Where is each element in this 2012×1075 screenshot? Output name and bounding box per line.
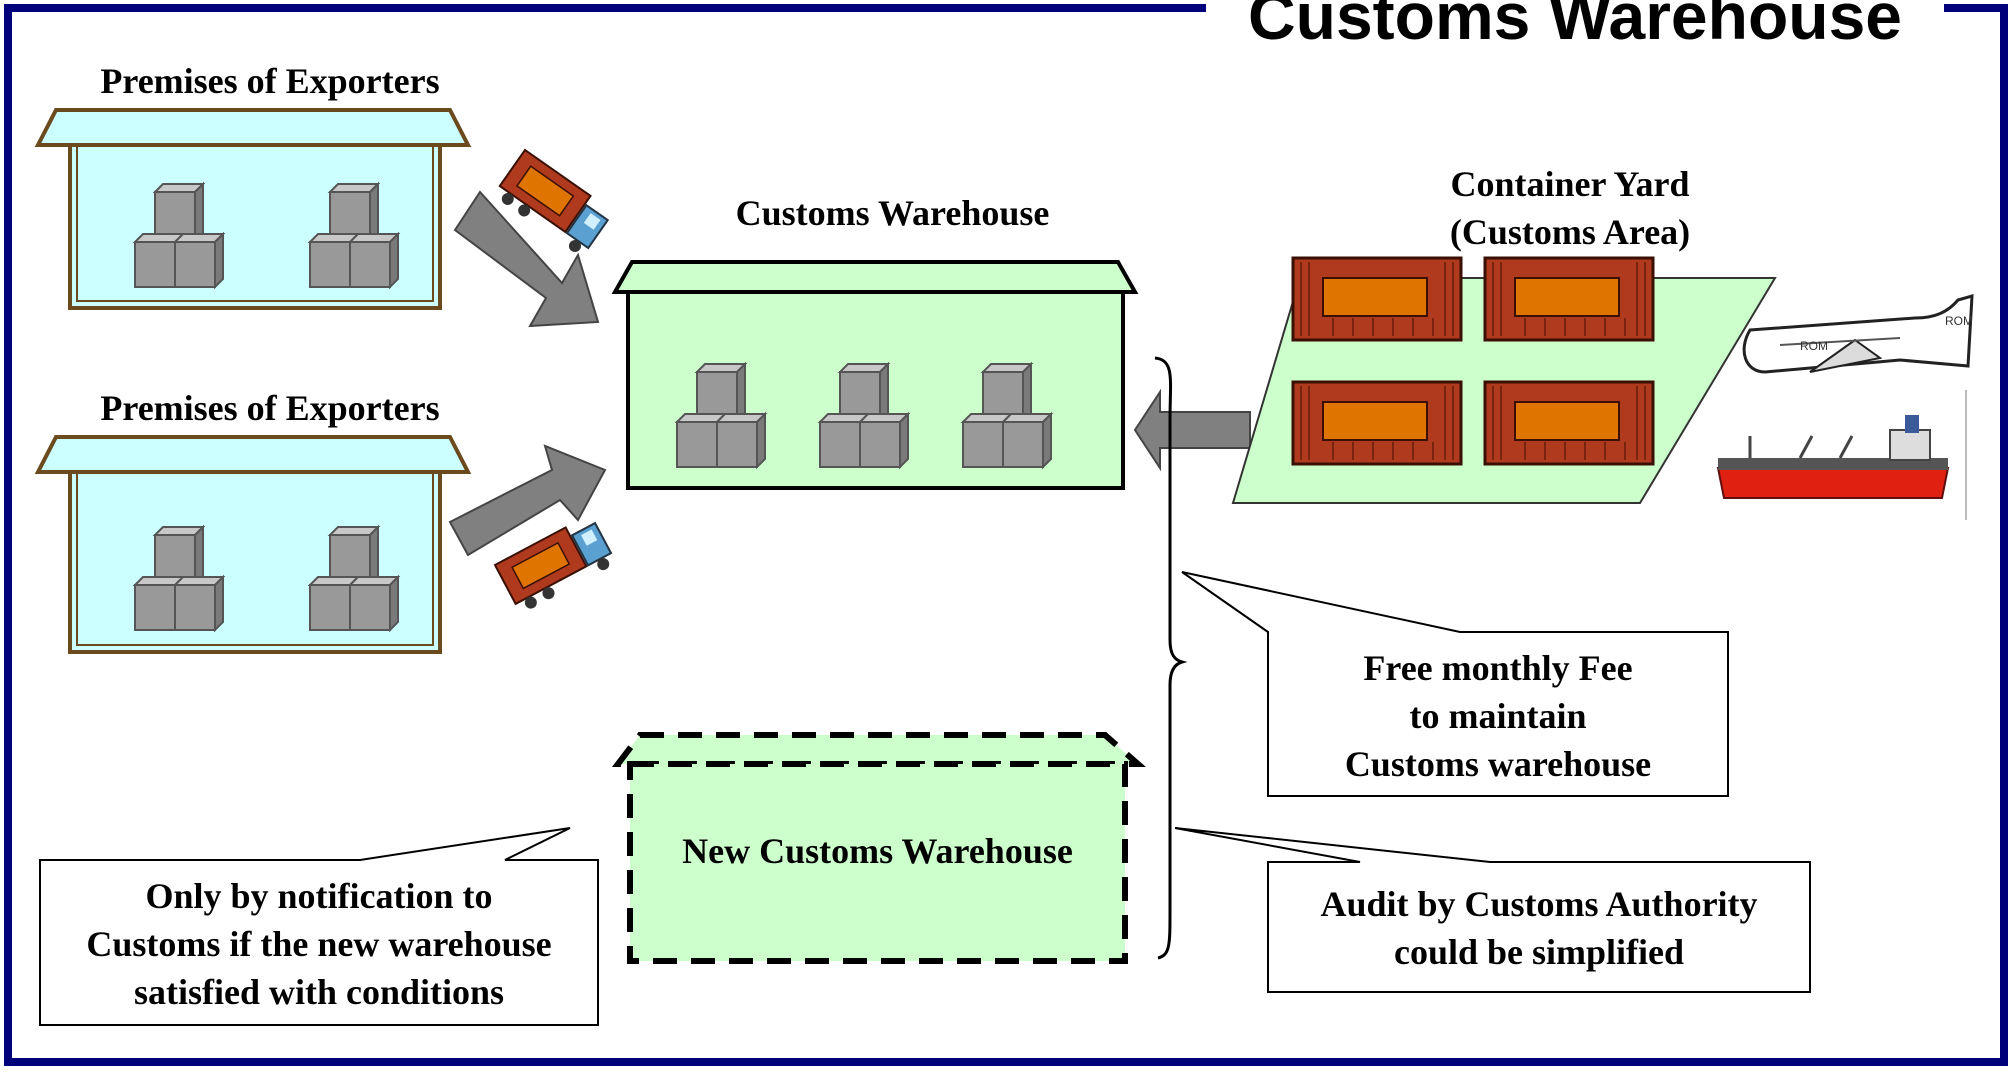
plane-marking-1: ROM <box>1800 339 1828 353</box>
callout-notification: Only by notification to Customs if the n… <box>40 872 598 1016</box>
callout-fee-line: Free monthly Fee <box>1363 648 1633 688</box>
arrow-icon <box>448 444 607 557</box>
exporter-building-top <box>34 108 472 310</box>
new-customs-warehouse-building <box>611 732 1146 964</box>
customs-warehouse-building <box>611 260 1139 490</box>
callout-notification-line: Only by notification to <box>145 876 493 916</box>
exporters-label-bottom: Premises of Exporters <box>100 388 440 428</box>
ship-icon <box>1716 390 1967 520</box>
page-title: Customs Warehouse <box>1206 0 1944 56</box>
callout-audit: Audit by Customs Authority could be simp… <box>1268 880 1810 976</box>
exporter-building-bottom <box>34 435 472 654</box>
callout-notification-line: satisfied with conditions <box>133 972 505 1012</box>
container-yard-label-2: (Customs Area) <box>1449 212 1691 252</box>
callout-fee-line: Customs warehouse <box>1344 744 1652 784</box>
diagram-frame <box>4 4 2008 1066</box>
container-icon <box>1291 380 1463 466</box>
container-icon <box>1483 256 1655 342</box>
callout-fee-line: to maintain <box>1409 696 1587 736</box>
truck-icon <box>494 513 618 616</box>
arrow-icon <box>453 190 600 328</box>
exporters-label-top: Premises of Exporters <box>100 61 440 101</box>
callout-fee: Free monthly Fee to maintain Customs war… <box>1268 644 1728 788</box>
callout-audit-line: Audit by Customs Authority <box>1320 884 1758 924</box>
container-icon <box>1483 380 1655 466</box>
callout-audit-line: could be simplified <box>1393 932 1685 972</box>
brace <box>1154 356 1188 960</box>
arrow-icon <box>1133 388 1251 472</box>
container-icon <box>1291 256 1463 342</box>
callout-notification-shape <box>39 827 599 1026</box>
warehouse-label: Customs Warehouse <box>735 193 1050 233</box>
container-yard-label-1: Container Yard <box>1450 164 1690 204</box>
callout-fee-shape <box>1181 571 1729 797</box>
new-warehouse-label: New Customs Warehouse <box>682 831 1073 871</box>
plane-marking-2: ROM <box>1945 314 1973 328</box>
callout-audit-shape <box>1174 827 1811 993</box>
airplane-icon: ROM ROM <box>1742 293 1974 374</box>
callout-notification-line: Customs if the new warehouse <box>86 924 552 964</box>
